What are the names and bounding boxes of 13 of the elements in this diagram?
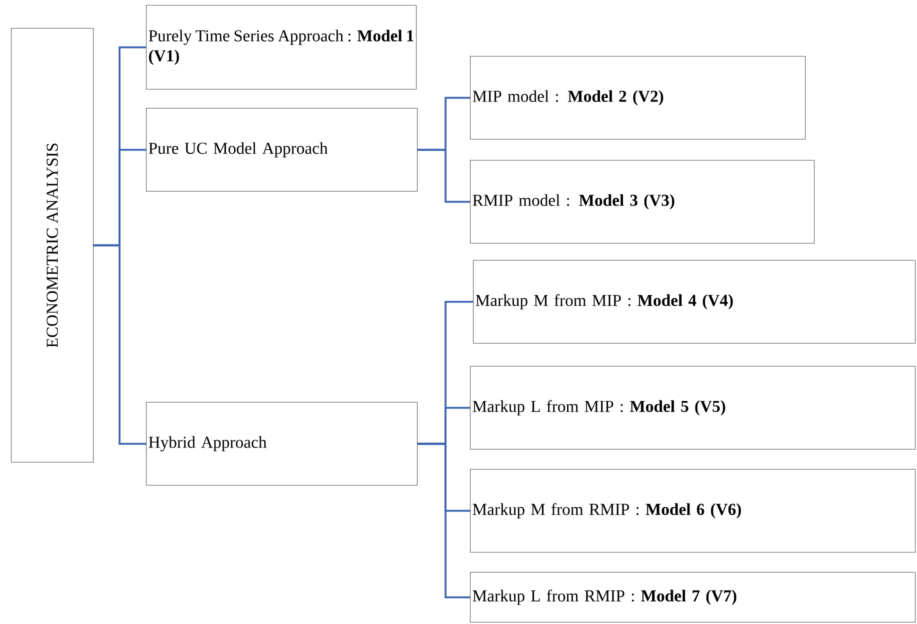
tree-connector [94, 244, 146, 445]
category-box: Purely Time Series Approach : Model 1 (V1) [146, 5, 417, 90]
category-box: Hybrid Approach [146, 402, 418, 486]
category-box: RMIP model : Model 3 (V3) [470, 160, 815, 244]
tree-connector [418, 148, 470, 203]
category-box: Markup L from MIP : Model 5 (V5) [470, 366, 916, 450]
category-box: Markup M from RMIP : Model 6 (V6) [470, 469, 916, 553]
category-box: MIP model : Model 2 (V2) [470, 56, 806, 140]
category-box: Pure UC Model Approach [146, 108, 418, 192]
category-box: Markup M from MIP : Model 4 (V4) [473, 260, 916, 344]
root-box: ECONOMETRIC ANALYSIS [11, 28, 94, 463]
tree-connector [418, 442, 470, 598]
category-box: Markup L from RMIP : Model 7 (V7) [470, 572, 916, 623]
